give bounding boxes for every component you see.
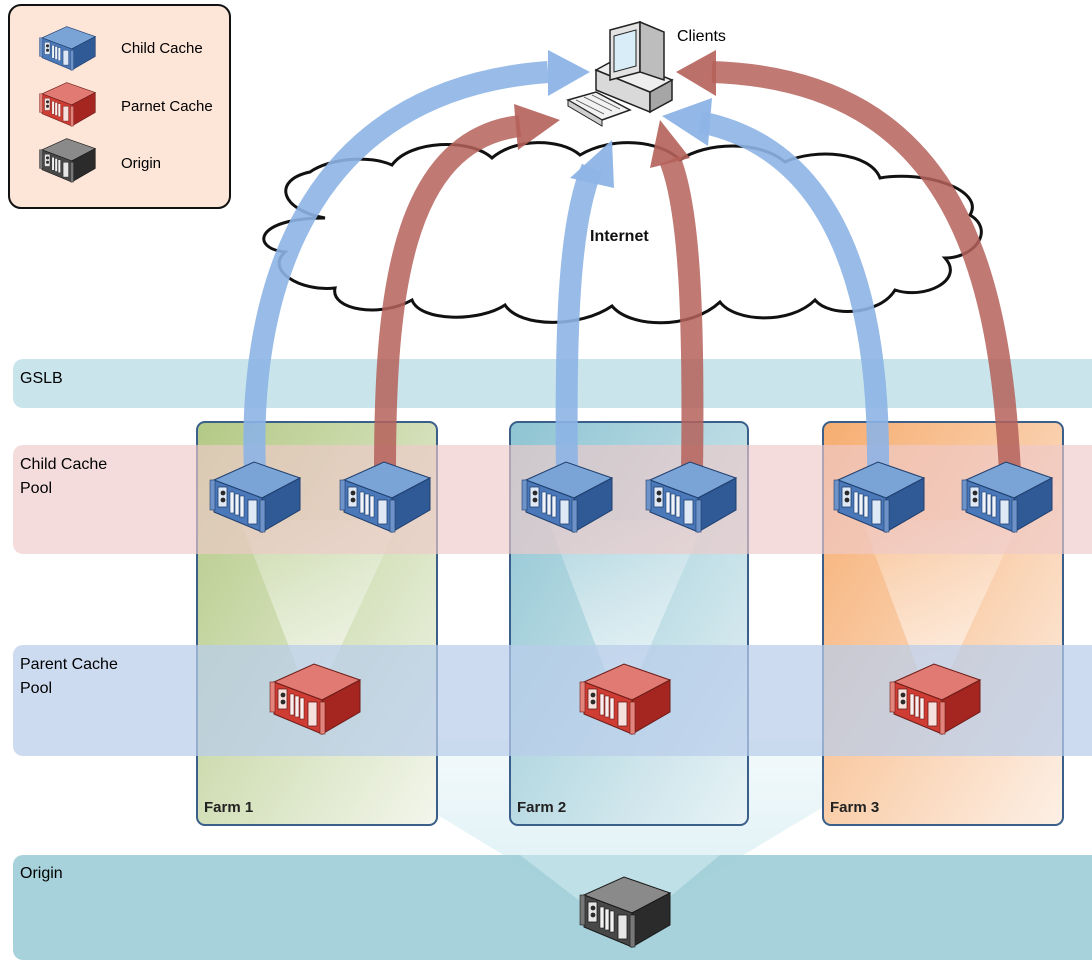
arrow-blue-farm1 — [243, 61, 549, 473]
child-cache-pool-label-2: Pool — [20, 480, 52, 497]
farm-3-funnel — [862, 520, 1020, 670]
arrowhead-red-farm3 — [676, 50, 716, 96]
arrowhead-red-farm1 — [514, 104, 560, 150]
arrow-red-farm2 — [659, 155, 704, 473]
legend-parent-cache-label: Parnet Cache — [121, 98, 213, 115]
gslb-band — [13, 359, 1092, 408]
arrowhead-blue-farm2 — [570, 140, 614, 188]
parent-cache-pool-band — [13, 645, 1092, 756]
arrow-red-farm1 — [374, 115, 522, 473]
origin-band — [13, 855, 1092, 960]
arrow-blue-farm2 — [555, 163, 603, 473]
farm-1-label: Farm 1 — [204, 799, 253, 816]
legend: Child Cache Parnet Cache Origin — [8, 4, 231, 209]
farm-2-label: Farm 2 — [517, 799, 566, 816]
arrowhead-red-farm2 — [650, 120, 690, 168]
legend-origin-label: Origin — [121, 155, 161, 172]
clients-label: Clients — [677, 28, 726, 45]
arrowhead-blue-farm3 — [662, 98, 712, 146]
legend-child-cache-label: Child Cache — [121, 40, 203, 57]
farm-1-funnel — [240, 520, 400, 670]
arrowhead-blue-farm1 — [548, 50, 590, 96]
arrow-red-farm3 — [711, 61, 1021, 473]
parent-cache-pool-label-2: Pool — [20, 680, 52, 697]
internet-label: Internet — [590, 228, 649, 245]
farm-3-label: Farm 3 — [830, 799, 879, 816]
arrow-blue-farm3 — [697, 111, 890, 473]
child-cache-pool-label-1: Child Cache — [20, 456, 107, 473]
origin-band-label: Origin — [20, 865, 63, 882]
parent-cache-pool-label-1: Parent Cache — [20, 656, 118, 673]
gslb-label: GSLB — [20, 370, 63, 387]
farm-2-funnel — [548, 520, 705, 670]
clients-computer-icon — [566, 20, 674, 127]
